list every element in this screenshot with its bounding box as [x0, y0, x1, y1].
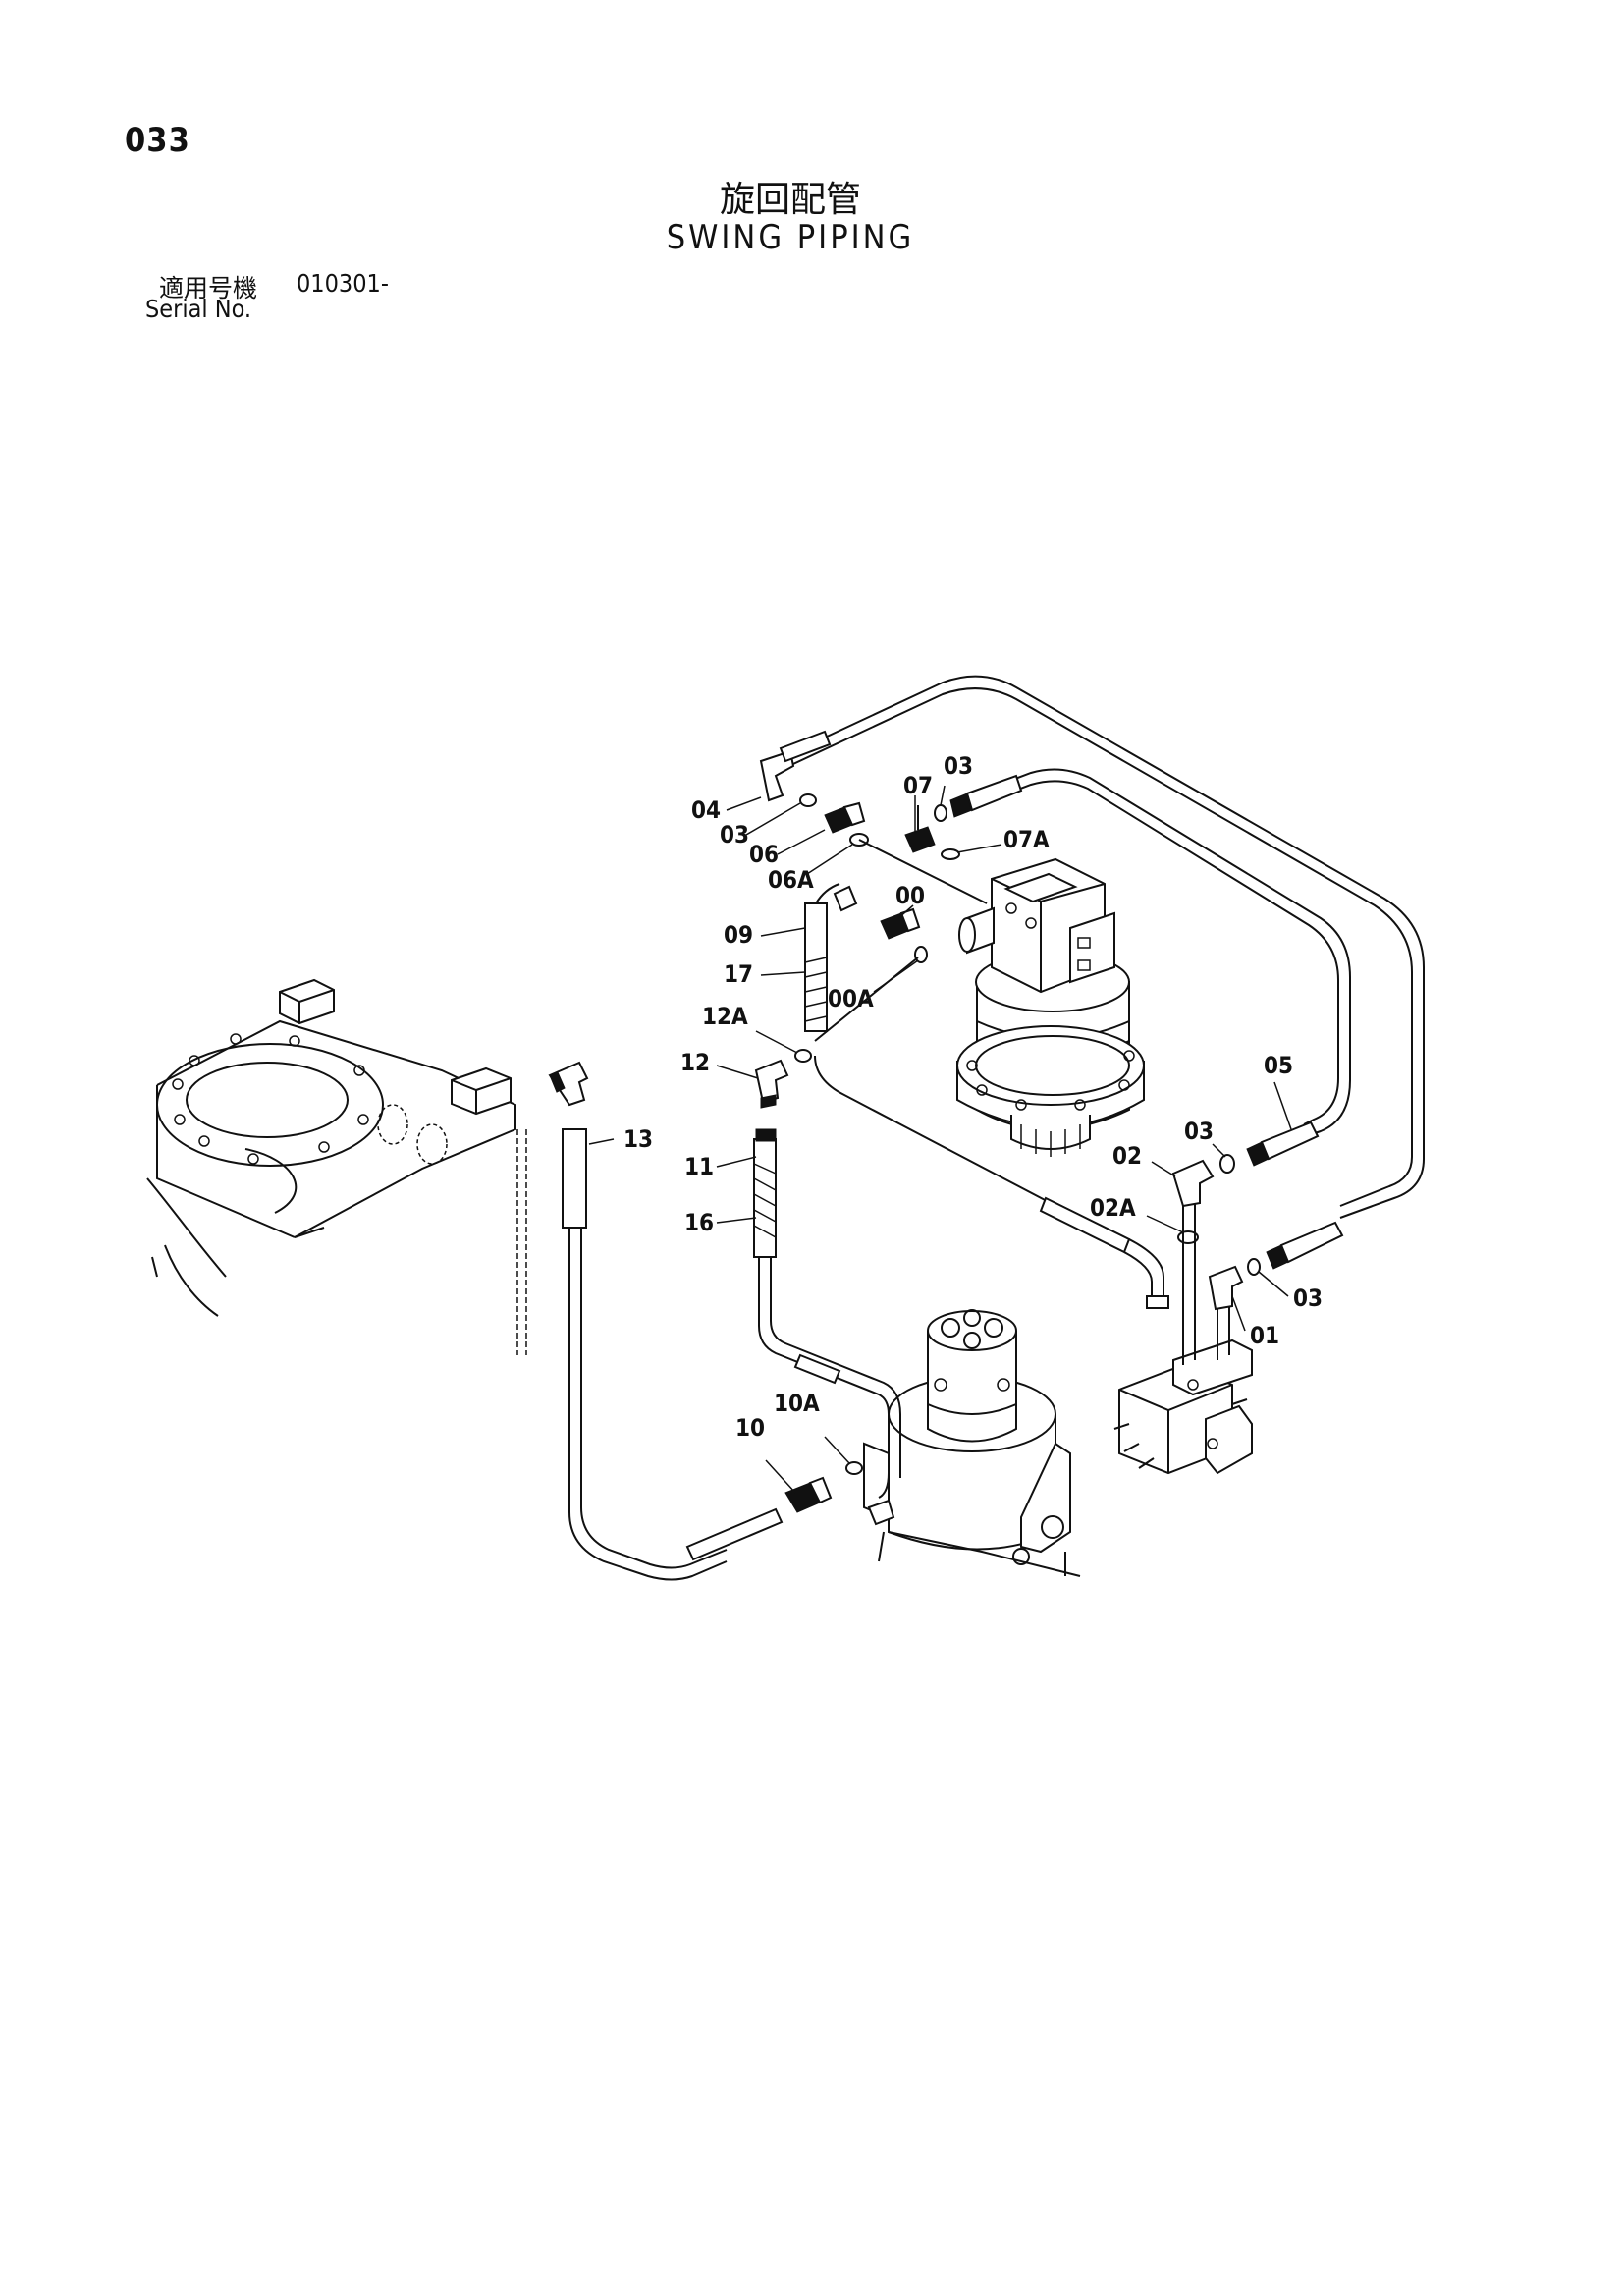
callout-04: 04 — [691, 796, 721, 824]
callout-labels: 04 03 06 06A 07 03 07A 00 09 17 00A 12A … — [623, 752, 1323, 1442]
fittings — [548, 730, 1344, 1526]
callout-07: 07 — [903, 772, 933, 799]
callout-13: 13 — [623, 1125, 653, 1153]
callout-03: 03 — [1184, 1118, 1214, 1145]
page-title: SWING PIPING — [666, 218, 915, 257]
callout-05: 05 — [1264, 1052, 1293, 1079]
serial-label: Serial No. — [145, 295, 252, 323]
callout-03: 03 — [720, 821, 749, 848]
callout-11: 11 — [684, 1153, 714, 1180]
leader-lines — [588, 785, 1292, 1494]
callout-12: 12 — [680, 1049, 710, 1076]
callout-07a: 07A — [1003, 826, 1050, 853]
swing-motor-assembly — [956, 857, 1145, 1157]
callout-01: 01 — [1250, 1322, 1279, 1349]
callout-17: 17 — [724, 960, 753, 988]
callout-00a: 00A — [828, 985, 874, 1012]
callout-10: 10 — [735, 1414, 765, 1442]
page-title-japanese: 旋回配管 — [719, 180, 861, 220]
callout-02: 02 — [1112, 1142, 1142, 1170]
callout-00: 00 — [895, 882, 925, 909]
page-number: 033 — [125, 121, 190, 160]
center-joint-assembly — [863, 1309, 1081, 1577]
callout-16: 16 — [684, 1209, 714, 1236]
callout-06: 06 — [749, 841, 779, 868]
callout-03: 03 — [944, 752, 973, 780]
callout-02a: 02A — [1090, 1194, 1136, 1222]
callout-03: 03 — [1293, 1285, 1323, 1312]
serial-number-range: 010301- — [297, 269, 389, 298]
callout-09: 09 — [724, 921, 753, 949]
hose-routing — [562, 675, 1425, 1581]
serial-label-japanese: 適用号機 — [159, 274, 258, 302]
callout-10a: 10A — [774, 1390, 820, 1417]
control-valve-block — [1113, 1339, 1253, 1475]
callout-06a: 06A — [768, 866, 814, 894]
callout-12a: 12A — [702, 1003, 748, 1030]
upper-frame-structure — [146, 978, 527, 1355]
